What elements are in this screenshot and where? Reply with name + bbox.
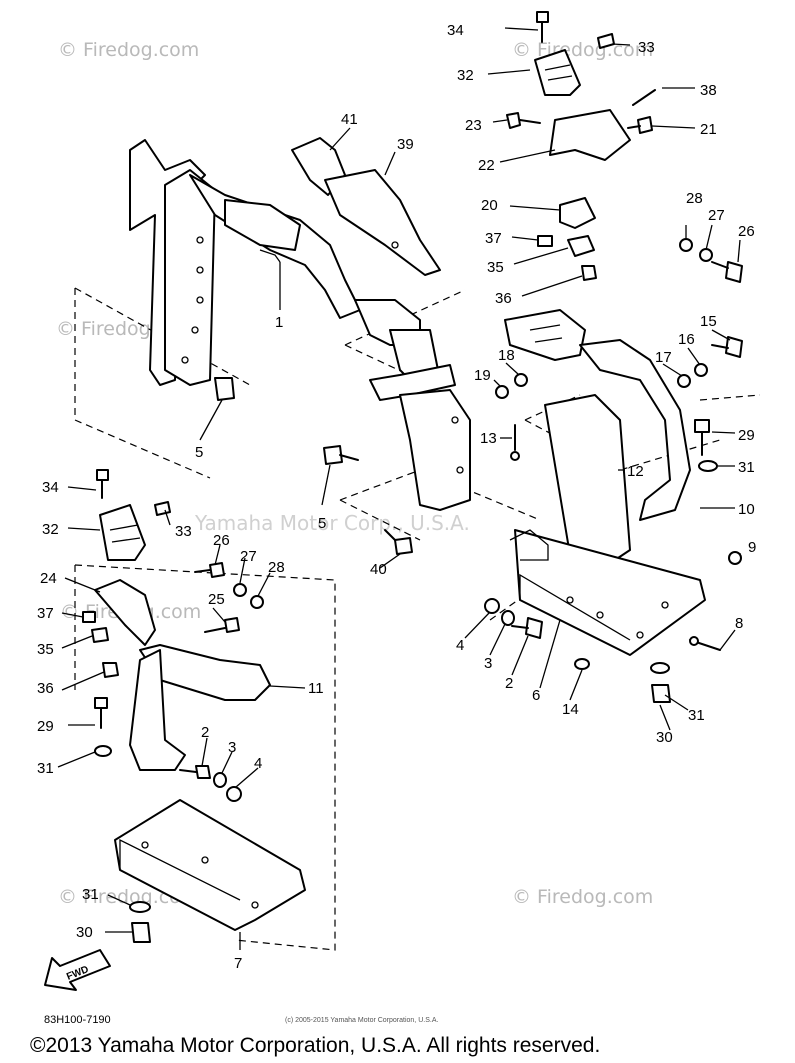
callout-label: 38 bbox=[700, 82, 717, 99]
callout-label: 4 bbox=[456, 637, 464, 654]
callout-label: 41 bbox=[341, 111, 358, 128]
callout-label: 25 bbox=[208, 591, 225, 608]
main-frame-part bbox=[129, 139, 471, 511]
callout-label: 6 bbox=[532, 687, 540, 704]
callout-label: 35 bbox=[37, 641, 54, 658]
callout-label: 19 bbox=[474, 367, 491, 384]
callout-label: 35 bbox=[487, 259, 504, 276]
callout-label: 17 bbox=[655, 349, 672, 366]
callout-label: 5 bbox=[318, 515, 326, 532]
callout-label: 34 bbox=[447, 22, 464, 39]
right-assembly bbox=[504, 49, 706, 656]
callout-label: 13 bbox=[480, 430, 497, 447]
callout-label: 26 bbox=[738, 223, 755, 240]
callout-label: 27 bbox=[240, 548, 257, 565]
callout-label: 7 bbox=[234, 955, 242, 972]
callout-label: 33 bbox=[175, 523, 192, 540]
callout-label: 33 bbox=[638, 39, 655, 56]
callout-label: 23 bbox=[465, 117, 482, 134]
callout-label: 9 bbox=[748, 539, 756, 556]
callout-label: 36 bbox=[495, 290, 512, 307]
small-copyright: (c) 2005-2015 Yamaha Motor Corporation, … bbox=[285, 1017, 438, 1024]
forward-arrow-icon: FWD bbox=[44, 949, 111, 991]
callout-label: 31 bbox=[82, 886, 99, 903]
watermark-text: © Firedog.com bbox=[512, 39, 653, 61]
callout-label: 37 bbox=[485, 230, 502, 247]
watermark-text: © Firedog.com bbox=[58, 39, 199, 61]
callout-label: 24 bbox=[40, 570, 57, 587]
callout-label: 31 bbox=[688, 707, 705, 724]
callout-label: 2 bbox=[201, 724, 209, 741]
callout-label: 22 bbox=[478, 157, 495, 174]
callout-label: 32 bbox=[457, 67, 474, 84]
callout-label: 28 bbox=[686, 190, 703, 207]
callout-label: 34 bbox=[42, 479, 59, 496]
callout-label: 29 bbox=[738, 427, 755, 444]
callout-label: 20 bbox=[481, 197, 498, 214]
callout-label: 16 bbox=[678, 331, 695, 348]
callout-label: 32 bbox=[42, 521, 59, 538]
callout-label: 28 bbox=[268, 559, 285, 576]
callout-label: 5 bbox=[195, 444, 203, 461]
callout-label: 3 bbox=[484, 655, 492, 672]
side-panel-parts bbox=[291, 137, 441, 276]
callout-label: 15 bbox=[700, 313, 717, 330]
callout-label: 36 bbox=[37, 680, 54, 697]
callout-label: 26 bbox=[213, 532, 230, 549]
lower-left-assembly bbox=[94, 504, 306, 931]
callout-label: 30 bbox=[656, 729, 673, 746]
callout-label: 1 bbox=[275, 314, 283, 331]
callout-label: 4 bbox=[254, 755, 262, 772]
footer-copyright: ©2013 Yamaha Motor Corporation, U.S.A. A… bbox=[30, 1034, 600, 1057]
watermark-text: © Firedog.com bbox=[512, 886, 653, 908]
hardware-parts bbox=[82, 11, 743, 943]
callout-label: 31 bbox=[738, 459, 755, 476]
callout-label: 11 bbox=[308, 680, 324, 697]
callout-numbers: 34 33 32 38 23 21 22 20 41 39 28 27 26 3… bbox=[37, 22, 756, 972]
callout-label: 37 bbox=[37, 605, 54, 622]
callout-label: 40 bbox=[370, 561, 387, 578]
callout-label: 30 bbox=[76, 924, 93, 941]
callout-label: 3 bbox=[228, 739, 236, 756]
callout-label: 21 bbox=[700, 121, 717, 138]
leader-lines bbox=[57, 27, 741, 950]
part-code: 83H100-7190 bbox=[44, 1014, 111, 1026]
callout-label: 14 bbox=[562, 701, 579, 718]
callout-label: 2 bbox=[505, 675, 513, 692]
callout-label: 8 bbox=[735, 615, 743, 632]
callout-label: 18 bbox=[498, 347, 515, 364]
callout-label: 39 bbox=[397, 136, 414, 153]
callout-label: 12 bbox=[627, 463, 644, 480]
callout-label: 31 bbox=[37, 760, 54, 777]
callout-label: 10 bbox=[738, 501, 755, 518]
center-watermark: Yamaha Motor Corp., U.S.A. bbox=[194, 511, 470, 535]
callout-label: 27 bbox=[708, 207, 725, 224]
callout-label: 29 bbox=[37, 718, 54, 735]
